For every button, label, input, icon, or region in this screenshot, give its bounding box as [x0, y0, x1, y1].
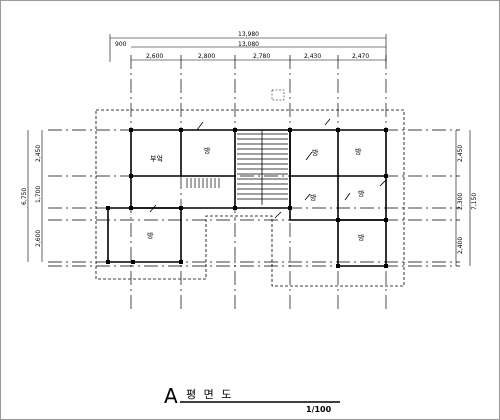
dim-top-offset: 900: [115, 41, 127, 48]
dim-right-span-3: 2,400: [457, 237, 464, 254]
column: [179, 260, 183, 264]
column: [384, 128, 388, 132]
dim-top-span-4: 2,430: [304, 53, 321, 60]
column: [179, 128, 183, 132]
door-swing: [305, 151, 313, 161]
roof-vent: [271, 89, 285, 101]
column: [336, 264, 340, 268]
room-label-a: 방: [204, 146, 211, 155]
dim-top-sub-overall: 13,080: [238, 41, 259, 48]
dim-top-span-1: 2,600: [146, 53, 163, 60]
title-scale: 1/100: [306, 405, 332, 414]
dimension-left: [27, 130, 43, 262]
dim-top-overall: 13,980: [238, 31, 259, 38]
dimension-top: [109, 34, 387, 62]
column: [384, 218, 388, 222]
room-label-d: 방: [310, 193, 317, 202]
stair-treads: [237, 130, 288, 205]
column: [288, 206, 292, 210]
dim-right-span-2: 2,300: [457, 193, 464, 210]
door-marks: [149, 118, 387, 219]
door-swing: [344, 192, 351, 201]
column: [131, 260, 135, 264]
room-label-f: 방: [147, 231, 154, 240]
door-swing: [196, 121, 204, 131]
dim-left-span-3: 2,600: [35, 230, 42, 247]
wall-left-block: [130, 129, 236, 209]
grid-lines: [48, 55, 460, 312]
dim-top-span-3: 2,780: [253, 53, 270, 60]
column: [336, 218, 340, 222]
column: [336, 128, 340, 132]
column: [288, 128, 292, 132]
door-swing: [324, 118, 331, 126]
door-swing: [149, 204, 157, 213]
title-marker: A: [164, 384, 178, 408]
column: [233, 206, 237, 210]
column: [384, 264, 388, 268]
room-label-e: 방: [358, 189, 365, 198]
walls: [107, 129, 387, 267]
dim-left-span-2: 1,700: [35, 186, 42, 203]
room-label-g: 방: [358, 233, 365, 242]
wall-bottom-left-room: [107, 207, 182, 263]
room-label-b: 방: [312, 148, 319, 157]
dim-left-span-1: 2,450: [35, 145, 42, 162]
room-label-kitchen: 부엌: [150, 155, 163, 163]
column: [106, 260, 110, 264]
room-label-c: 방: [355, 147, 362, 156]
wall-bottom-right-room: [337, 219, 387, 267]
door-swing: [379, 179, 387, 187]
corridor-steps: [186, 178, 220, 188]
dim-right-overall: 7,150: [471, 193, 478, 210]
column: [129, 206, 133, 210]
dimension-right: [455, 130, 471, 266]
column: [129, 128, 133, 132]
column: [179, 206, 183, 210]
eave-outline: [95, 109, 405, 287]
door-swing: [274, 211, 282, 219]
door-swing: [304, 193, 311, 201]
columns: [106, 128, 388, 268]
dim-right-span-1: 2,450: [457, 145, 464, 162]
column: [106, 206, 110, 210]
column: [384, 174, 388, 178]
column: [233, 128, 237, 132]
column: [129, 174, 133, 178]
dim-top-span-2: 2,800: [198, 53, 215, 60]
title-text: 평 면 도: [186, 388, 233, 401]
dim-left-overall: 6,750: [21, 188, 28, 205]
dim-top-span-5: 2,470: [352, 53, 369, 60]
